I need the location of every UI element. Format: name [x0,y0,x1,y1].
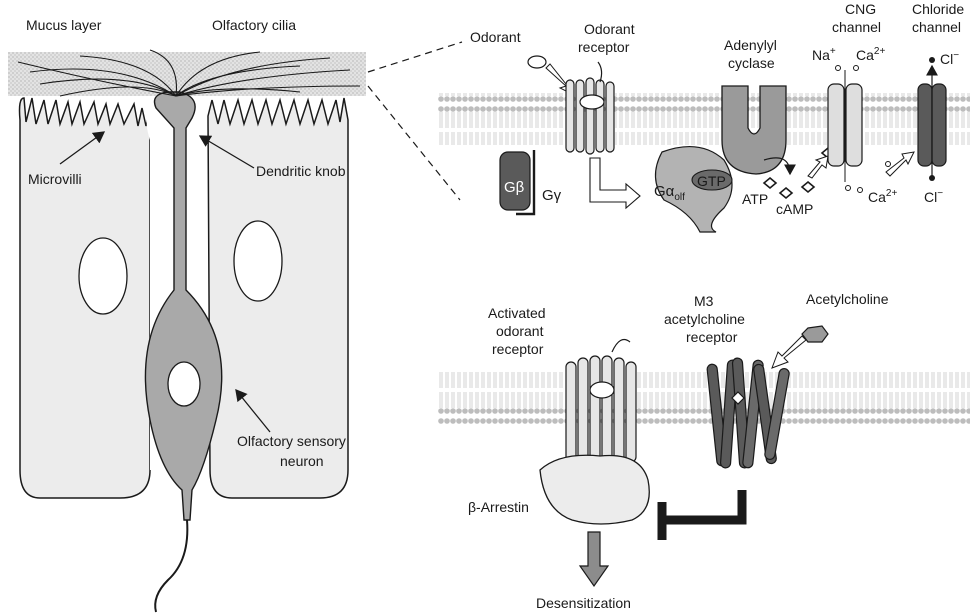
desensitization-label: Desensitization [536,595,631,611]
acetylcholine-label: Acetylcholine [806,291,889,307]
activated-label-1: Activated [488,305,546,321]
odorant-receptor [566,62,614,154]
chloride-label-2: channel [912,19,961,35]
microvilli-label: Microvilli [28,171,82,187]
camp-marker-2 [802,182,814,192]
osn-label-line2: neuron [280,453,324,469]
adenylyl-label-1: Adenylyl [724,37,777,53]
membrane-bottom [438,372,970,424]
chloride-label-1: Chloride [912,1,964,17]
activation-arrow [590,158,640,208]
cng-channel [828,70,862,182]
m3-label-3: receptor [686,329,738,345]
gtp-label: GTP [697,173,726,189]
activated-label-2: odorant [496,323,544,339]
epithelium-panel: Mucus layer Olfactory cilia Microvilli D… [8,17,462,612]
ca-ion-dot [854,66,859,71]
desensitization-arrow [580,532,608,586]
transduction-panel: Gβ Gγ GTP Gαolf ATP cAMP [438,1,970,232]
m3-label-2: acetylcholine [664,311,745,327]
ca-out-dot-1 [846,186,851,191]
ca-top-label: Ca2+ [856,46,885,63]
supporting-nucleus-right [234,221,282,301]
odorant-molecule [528,56,546,68]
cl-top-label: Cl− [940,50,959,67]
na-label: Na+ [812,46,836,63]
dendritic-knob-label: Dendritic knob [256,163,346,179]
camp-label: cAMP [776,201,813,217]
adenylyl-label-2: cyclase [728,55,775,71]
cng-label-2: channel [832,19,881,35]
m3-label-1: M3 [694,293,714,309]
osn-label-line1: Olfactory sensory [237,433,346,449]
neuron-axon [155,520,187,612]
olfactory-cilia-label: Olfactory cilia [212,17,296,33]
cng-label-1: CNG [845,1,876,17]
ca-bottom-dot [886,162,891,167]
odorant-receptor-label-2: receptor [578,39,630,55]
desensitization-panel: Activated odorant receptor M3 acetylchol… [438,291,970,611]
g-beta-label: Gβ [504,179,525,196]
cl-bottom-label: Cl− [924,188,943,205]
ca-bottom-label: Ca2+ [868,188,897,205]
odorant-label: Odorant [470,29,521,45]
beta-arrestin-label: β-Arrestin [468,499,529,515]
atp-marker [764,178,776,188]
acetylcholine-arrow [772,336,806,368]
g-gamma-label: Gγ [542,187,562,204]
activated-label-3: receptor [492,341,544,357]
membrane-top [438,93,970,145]
camp-to-cng-arrow [808,156,828,178]
mucus-layer-label: Mucus layer [26,17,102,33]
atp-label: ATP [742,191,768,207]
ca-out-dot-2 [858,188,863,193]
beta-arrestin [540,455,649,524]
cl-dot-top [929,57,935,63]
cl-dot-bottom [929,175,935,181]
supporting-nucleus-left [79,238,127,314]
camp-marker-1 [780,188,792,198]
neuron-nucleus [168,362,200,406]
inhibition-symbol [666,490,742,520]
odorant-receptor-label-1: Odorant [584,21,635,37]
zoom-line-top [368,42,462,72]
na-ion-dot [836,66,841,71]
